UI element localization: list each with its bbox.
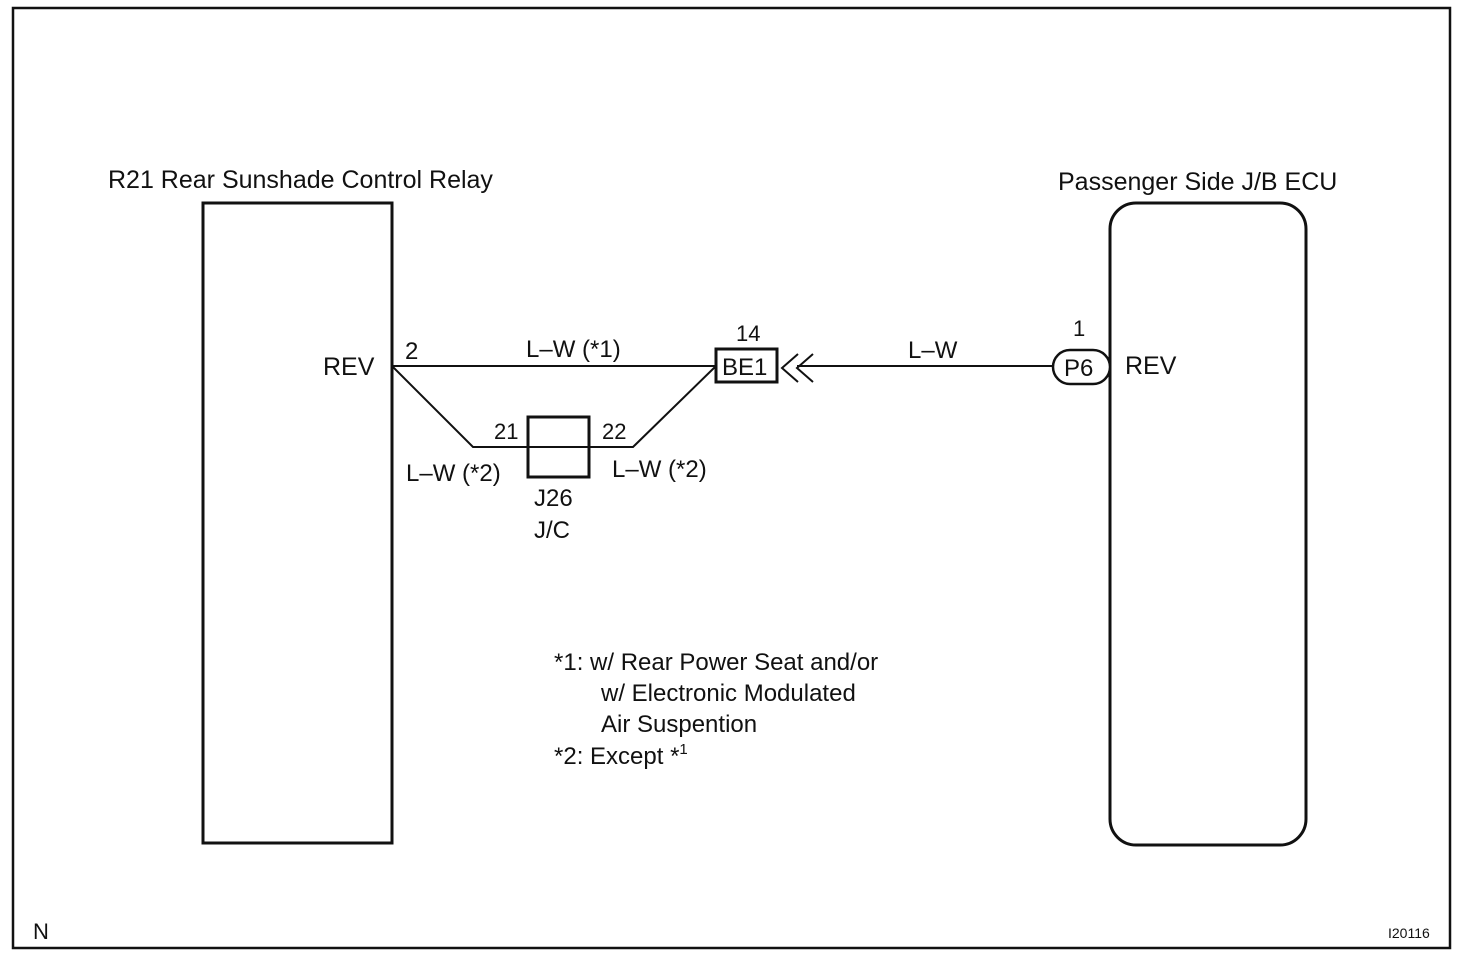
- figure-id: I20116: [1388, 925, 1430, 941]
- p6-name: P6: [1064, 355, 1093, 382]
- be1-pin: 14: [736, 321, 760, 346]
- be1-name: BE1: [722, 354, 767, 381]
- relay-title: R21 Rear Sunshade Control Relay: [108, 166, 493, 194]
- relay-box: [201, 201, 394, 845]
- note-line-4-prefix: *2: Except *: [554, 743, 679, 770]
- ecu-title: Passenger Side J/B ECU: [1058, 168, 1337, 196]
- be1-chevron-2: [795, 353, 814, 383]
- j26-name: J26: [534, 485, 573, 512]
- wire-lower-left-label: L–W (*2): [406, 460, 501, 487]
- note-line-3: Air Suspention: [601, 711, 757, 738]
- note-line-4: *2: Except *1: [554, 741, 688, 770]
- diagram-frame: [11, 6, 1452, 950]
- be1-connector-box: [714, 347, 779, 384]
- ecu-pin-label: 1: [1073, 316, 1085, 341]
- note-line-4-superscript: 1: [679, 741, 687, 758]
- corner-letter: N: [33, 919, 49, 944]
- ecu-box: [1108, 201, 1308, 847]
- relay-pin-label: 2: [405, 338, 418, 365]
- wire-lower-left: [391, 365, 528, 448]
- relay-terminal-label: REV: [323, 353, 375, 381]
- j26-type: J/C: [534, 517, 570, 544]
- wire-lower-right: [589, 365, 717, 448]
- wire-upper-label: L–W (*1): [526, 336, 621, 363]
- p6-connector: [1051, 348, 1112, 386]
- j26-pin-left: 21: [494, 419, 518, 444]
- wire-lower-right-label: L–W (*2): [612, 456, 707, 483]
- j26-pin-right: 22: [602, 419, 626, 444]
- note-line-1: *1: w/ Rear Power Seat and/or: [554, 649, 878, 676]
- wire-right-label: L–W: [908, 337, 958, 364]
- note-line-2: w/ Electronic Modulated: [600, 680, 856, 707]
- ecu-terminal-label: REV: [1125, 352, 1177, 380]
- be1-chevron-1: [780, 353, 799, 383]
